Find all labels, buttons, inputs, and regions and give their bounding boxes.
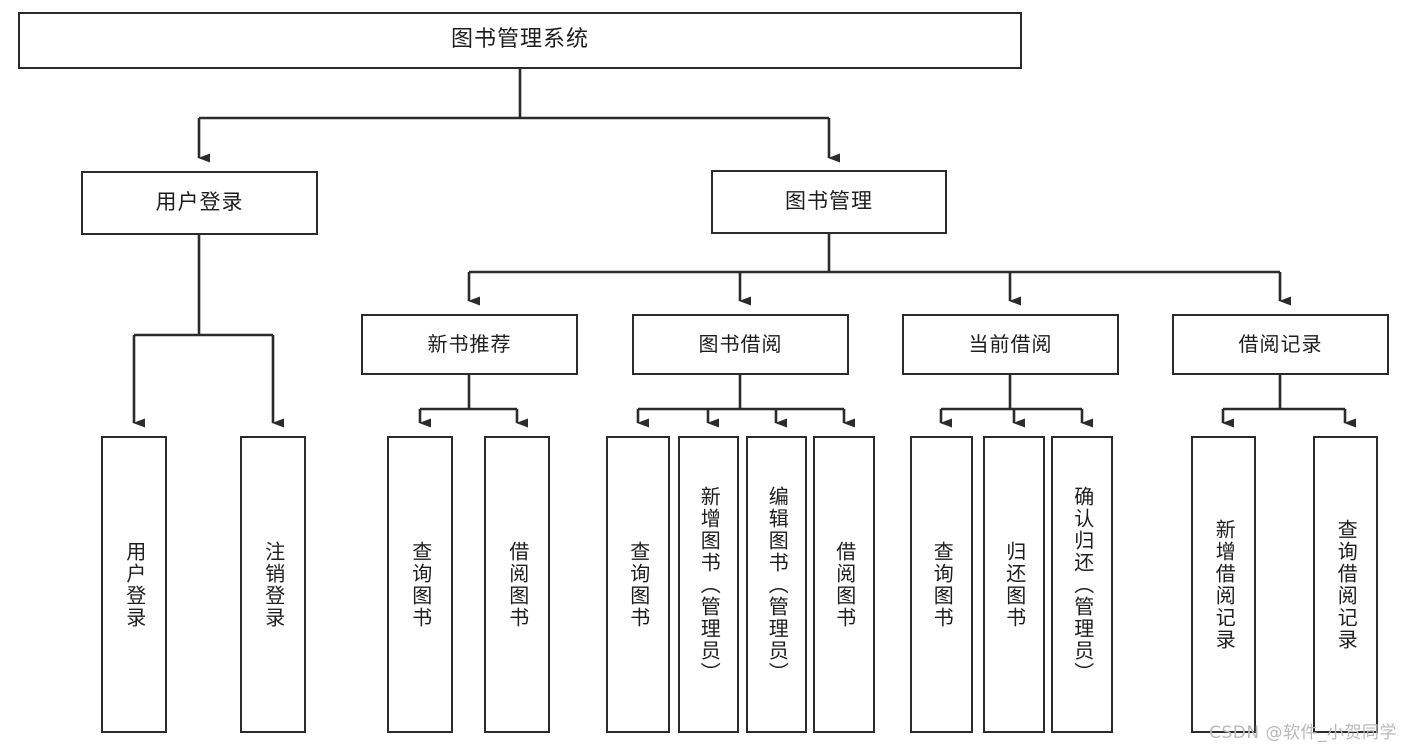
node-book-borrow[interactable]: 图书借阅 — [632, 314, 849, 375]
node-current-borrow[interactable]: 当前借阅 — [902, 314, 1119, 375]
node-leaf-confirm-return-admin-label: 确认归还（管理员） — [1070, 485, 1095, 684]
node-root-label: 图书管理系统 — [450, 27, 589, 53]
node-leaf-query-borrow-record[interactable]: 查询借阅记录 — [1313, 436, 1378, 733]
node-leaf-query-book-current[interactable]: 查询图书 — [910, 436, 973, 733]
watermark-text: CSDN @软件_小贺同学 — [1209, 723, 1397, 743]
node-user-login[interactable]: 用户登录 — [81, 171, 318, 235]
node-leaf-user-logout-label: 注销登录 — [261, 540, 286, 629]
node-leaf-query-book-recommend-label: 查询图书 — [408, 540, 433, 629]
node-leaf-borrow-book[interactable]: 借阅图书 — [813, 436, 875, 733]
node-user-login-label: 用户登录 — [155, 190, 244, 215]
node-current-borrow-label: 当前借阅 — [968, 332, 1053, 357]
node-leaf-borrow-book-recommend-label: 借阅图书 — [505, 540, 530, 629]
node-book-borrow-label: 图书借阅 — [698, 332, 783, 357]
node-leaf-user-login[interactable]: 用户登录 — [101, 436, 167, 733]
node-leaf-query-book-borrow[interactable]: 查询图书 — [606, 436, 670, 733]
node-leaf-edit-book-admin-label: 编辑图书（管理员） — [765, 485, 790, 684]
node-new-book-recommend[interactable]: 新书推荐 — [361, 314, 578, 375]
node-borrow-record-label: 借阅记录 — [1238, 332, 1323, 357]
node-leaf-borrow-book-label: 借阅图书 — [832, 540, 857, 629]
node-leaf-return-book-label: 归还图书 — [1002, 540, 1027, 629]
node-borrow-record[interactable]: 借阅记录 — [1172, 314, 1389, 375]
node-leaf-return-book[interactable]: 归还图书 — [983, 436, 1045, 733]
node-leaf-query-borrow-record-label: 查询借阅记录 — [1334, 518, 1359, 651]
node-leaf-edit-book-admin[interactable]: 编辑图书（管理员） — [746, 436, 807, 733]
node-leaf-confirm-return-admin[interactable]: 确认归还（管理员） — [1051, 436, 1113, 733]
node-leaf-user-login-label: 用户登录 — [122, 540, 147, 629]
node-leaf-user-logout[interactable]: 注销登录 — [240, 436, 306, 733]
node-leaf-add-book-admin-label: 新增图书（管理员） — [697, 485, 722, 684]
node-root[interactable]: 图书管理系统 — [18, 12, 1022, 69]
node-leaf-add-book-admin[interactable]: 新增图书（管理员） — [678, 436, 739, 733]
node-leaf-add-borrow-record[interactable]: 新增借阅记录 — [1191, 436, 1256, 733]
node-leaf-query-book-borrow-label: 查询图书 — [626, 540, 651, 629]
node-leaf-add-borrow-record-label: 新增借阅记录 — [1212, 518, 1237, 651]
node-book-manage[interactable]: 图书管理 — [711, 170, 947, 234]
node-leaf-borrow-book-recommend[interactable]: 借阅图书 — [484, 436, 550, 733]
node-book-manage-label: 图书管理 — [785, 189, 873, 214]
node-leaf-query-book-recommend[interactable]: 查询图书 — [387, 436, 453, 733]
node-new-book-recommend-label: 新书推荐 — [427, 332, 512, 357]
node-leaf-query-book-current-label: 查询图书 — [930, 540, 955, 629]
